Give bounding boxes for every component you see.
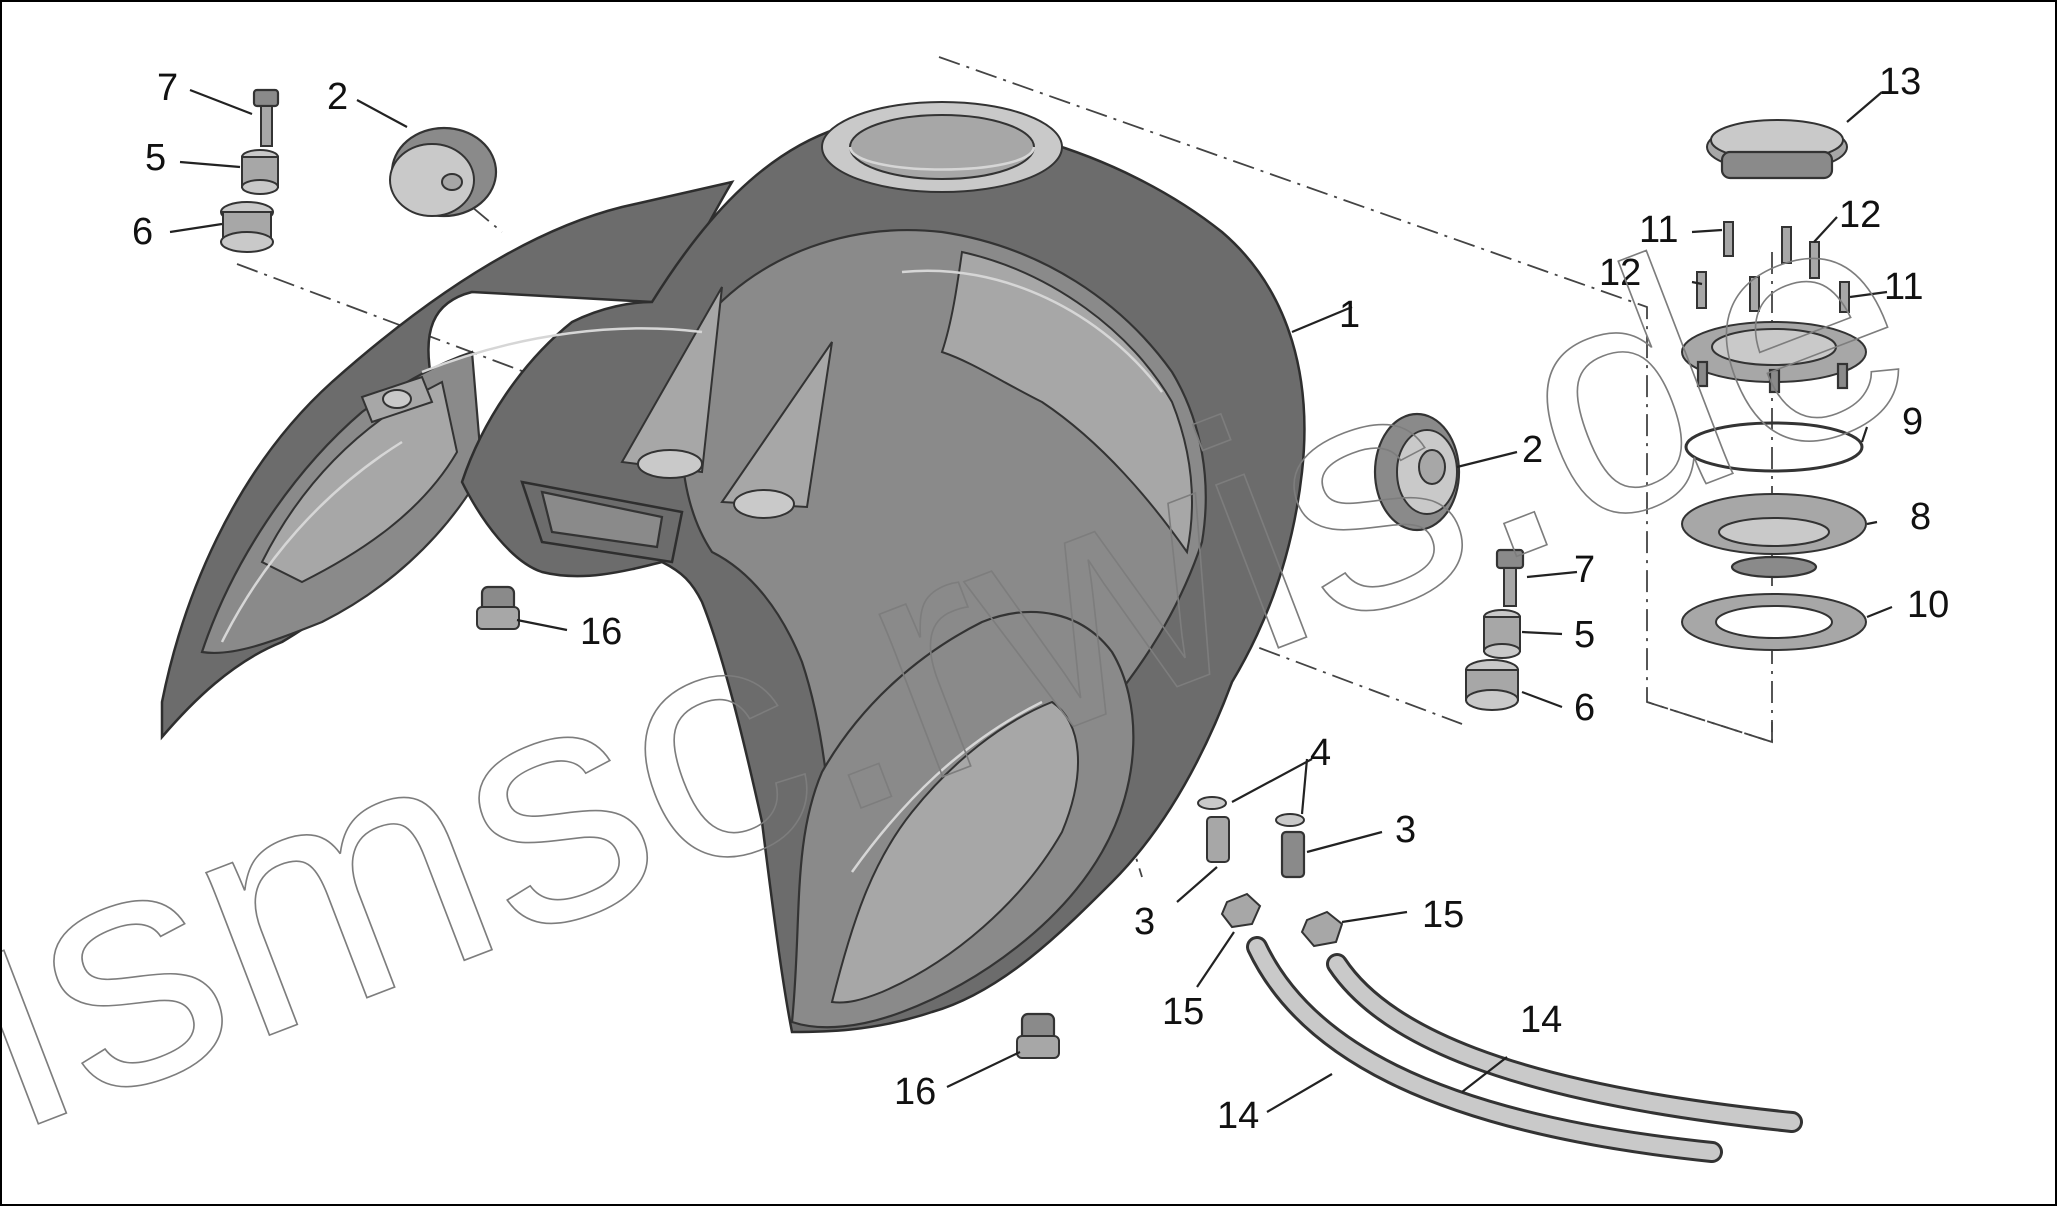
filler-cap-assembly [1681, 119, 1867, 651]
leader-lines [169, 88, 1893, 1113]
callout-15-right: 15 [1422, 894, 1464, 936]
callout-labels: 7 5 6 2 1 2 7 5 6 4 3 3 15 15 16 16 14 1… [132, 61, 1949, 1137]
callout-3-right: 3 [1395, 809, 1416, 851]
callout-9: 9 [1902, 401, 1923, 443]
callout-10: 10 [1907, 584, 1949, 626]
callout-14-left: 14 [1217, 1095, 1259, 1137]
callout-15-left: 15 [1162, 991, 1204, 1033]
callout-11-right: 11 [1884, 266, 1923, 308]
callout-13: 13 [1879, 61, 1921, 103]
callout-16-left: 16 [580, 611, 622, 653]
callout-4: 4 [1310, 732, 1331, 774]
callout-8: 8 [1910, 496, 1931, 538]
callout-5-right: 5 [1574, 614, 1595, 656]
callout-5-left: 5 [145, 137, 166, 179]
callout-6-right: 6 [1574, 687, 1595, 729]
callout-6-left: 6 [132, 211, 153, 253]
hardware-right-mid [1373, 412, 1525, 711]
fuel-tank [160, 101, 1306, 1034]
callout-3-left: 3 [1134, 901, 1155, 943]
fuel-hoses-14 [1246, 936, 1803, 1163]
callout-16-bottom: 16 [894, 1071, 936, 1113]
callout-1: 1 [1339, 294, 1360, 336]
callout-11-top: 11 [1639, 209, 1678, 251]
callout-7-left: 7 [157, 67, 178, 109]
callout-2-right: 2 [1522, 429, 1543, 471]
callout-12-left: 12 [1599, 252, 1641, 294]
plugs-16 [476, 585, 1060, 1059]
fittings-3-4-15 [1197, 796, 1344, 948]
callout-7-right: 7 [1574, 549, 1595, 591]
callout-2-left: 2 [327, 76, 348, 118]
callout-14-right: 14 [1520, 999, 1562, 1041]
callout-12-right: 12 [1839, 194, 1881, 236]
hardware-left-top [220, 88, 498, 253]
